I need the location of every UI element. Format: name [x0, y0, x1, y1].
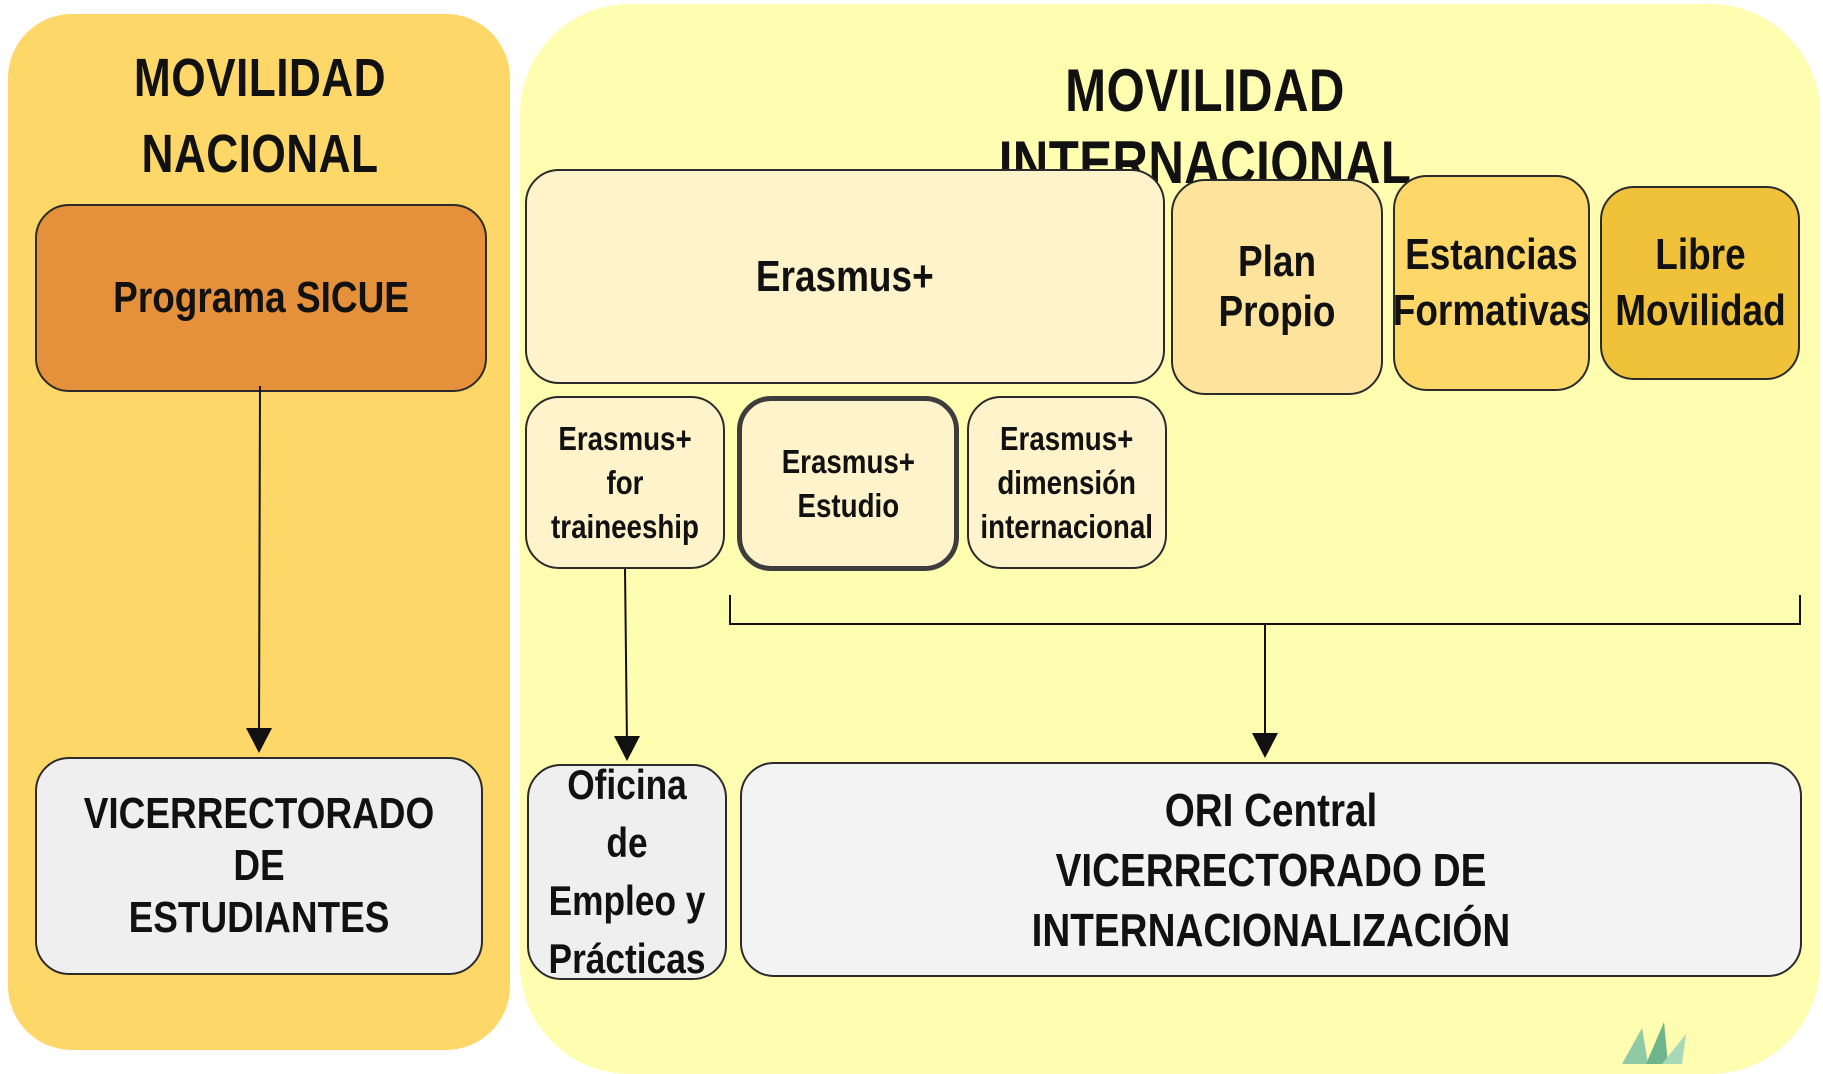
label-estancias-formativas: Estancias Formativas	[1392, 230, 1591, 335]
box-erasmus-dimension-internacional: Erasmus+ dimensión internacional	[967, 396, 1167, 569]
box-erasmus-estudio: Erasmus+ Estudio	[737, 396, 959, 571]
arrow-group-to-ori	[1252, 624, 1278, 758]
bracket-erasmus-estudio-group	[729, 595, 1801, 625]
box-erasmus-traineeship: Erasmus+ for traineeship	[525, 396, 725, 569]
label-erasmus-estudio: Erasmus+ Estudio	[781, 442, 915, 524]
box-ori-central: ORI Central VICERRECTORADO DE INTERNACIO…	[740, 762, 1802, 977]
title-movilidad-internacional: MOVILIDAD INTERNACIONAL	[998, 57, 1412, 196]
title-movilidad-nacional: MOVILIDAD NACIONAL	[133, 48, 387, 184]
label-libre-movilidad: Libre Movilidad	[1614, 230, 1786, 335]
box-plan-propio: Plan Propio	[1171, 179, 1383, 395]
label-oficina-empleo: Oficina de Empleo y Prácticas	[548, 761, 706, 982]
label-plan-propio: Plan Propio	[1218, 237, 1336, 336]
label-vicerrectorado-estudiantes: VICERRECTORADO DE ESTUDIANTES	[83, 789, 435, 942]
arrow-traineeship-to-oficina	[614, 568, 640, 761]
label-erasmus-traineeship: Erasmus+ for traineeship	[551, 419, 699, 545]
arrow-sicue-to-vicerrectorado	[246, 385, 272, 753]
box-vicerrectorado-estudiantes: VICERRECTORADO DE ESTUDIANTES	[35, 757, 483, 975]
label-programa-sicue: Programa SICUE	[113, 273, 409, 322]
plant-icon	[1622, 1022, 1686, 1064]
box-estancias-formativas: Estancias Formativas	[1393, 175, 1590, 391]
box-erasmus-plus: Erasmus+	[525, 169, 1165, 384]
box-libre-movilidad: Libre Movilidad	[1600, 186, 1800, 380]
label-ori-central: ORI Central VICERRECTORADO DE INTERNACIO…	[1031, 783, 1511, 956]
box-oficina-empleo: Oficina de Empleo y Prácticas	[527, 761, 727, 982]
label-erasmus-plus: Erasmus+	[756, 251, 934, 301]
label-erasmus-dimension-internacional: Erasmus+ dimensión internacional	[980, 419, 1154, 545]
box-programa-sicue: Programa SICUE	[35, 204, 487, 392]
